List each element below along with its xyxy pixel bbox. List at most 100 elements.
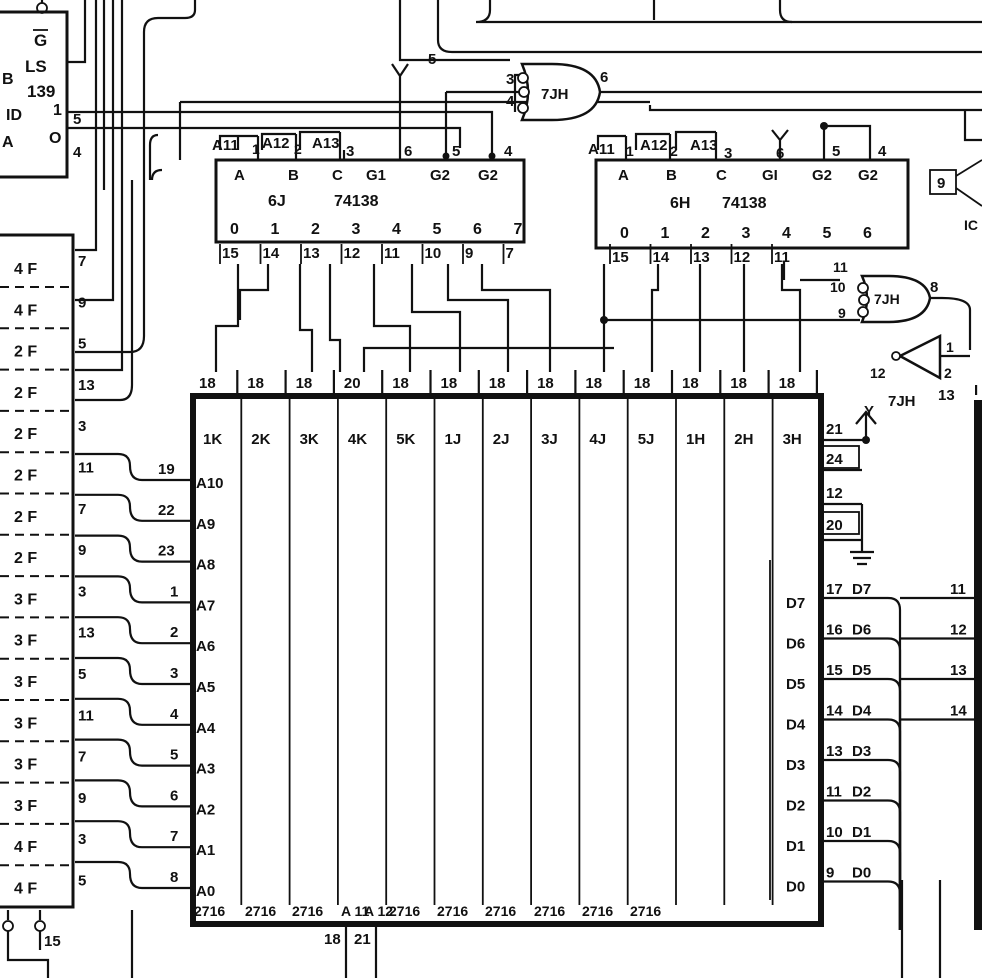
gate-top-in1: 3 [506, 71, 514, 88]
address-pin: 6 [170, 787, 178, 804]
data-name: D7 [852, 581, 871, 598]
nand-gate-top: 3 4 7JH 6 5 [428, 51, 608, 122]
decoder-output-pin: 7 [506, 245, 514, 262]
chip-bottom-label: 2716 [194, 903, 225, 919]
address-name: A3 [196, 761, 215, 778]
chip-bottom-label: 2716 [534, 903, 565, 919]
data-pin: 16 [826, 622, 843, 639]
chip-top-pin: 20 [344, 375, 361, 392]
far-right-buffer: 9 IC [929, 159, 982, 233]
data-wire [821, 596, 902, 930]
chip-bottom-label: 2716 [292, 903, 323, 919]
chip-bottom-label: 2716 [437, 903, 468, 919]
dec6j-top-7: 5 [452, 143, 460, 160]
far-right-pin9: 9 [937, 175, 945, 192]
data-name: D0 [852, 865, 871, 882]
decoder-6h: A11 1 A12 2 A13 3 6 5 4 A B C GI G2 G2 6… [588, 129, 910, 266]
rom-bottom-pin-1: 21 [354, 931, 371, 948]
left-ref-chip: 3 F [14, 757, 37, 774]
dec6h-part: 74138 [722, 195, 767, 212]
dec6h-top-1: 1 [626, 143, 634, 159]
chip-bottom-label: 2716 [389, 903, 420, 919]
dec6j-top-1: 1 [252, 141, 260, 157]
left-ref-chip: 4 F [14, 839, 37, 856]
ls139-out1: 1 [53, 102, 62, 119]
left-ref-pin: 5 [78, 666, 86, 683]
data-inner-label: D3 [786, 757, 805, 774]
left-ref-pin: 9 [78, 294, 86, 311]
gate-mid-in2: 10 [830, 279, 846, 295]
decoder-output-pin: 12 [734, 249, 751, 266]
decoder-output: 2 [311, 221, 320, 238]
gate-mid-name: 7JH [874, 291, 900, 307]
ls139-ls: LS [25, 57, 47, 76]
decoder-output: 4 [392, 221, 401, 238]
decoder-output-pin: 15 [612, 249, 629, 266]
address-wire [75, 534, 193, 563]
data-pin: 15 [826, 662, 843, 679]
data-far-pin: 13 [950, 662, 967, 679]
gate-top-out: 6 [600, 69, 608, 86]
decoder-output: 6 [863, 225, 872, 242]
decoder-output-pin: 14 [263, 245, 280, 262]
decoder-output: 4 [782, 225, 791, 242]
dec6h-top-2: A12 [640, 137, 668, 154]
dec6j-in-2: C [332, 167, 343, 184]
address-name: A0 [196, 883, 215, 900]
junction-dot [600, 316, 608, 324]
dec6h-in-1: B [666, 167, 677, 184]
chip-label: 2H [734, 431, 753, 448]
dec6j-top-5: 3 [346, 143, 354, 160]
left-ref-chip: 3 F [14, 798, 37, 815]
data-wire [821, 799, 902, 930]
decoder-to-rom-wiring [214, 264, 860, 372]
left-ref-pin: 11 [78, 460, 94, 477]
dec6h-top-0: A11 [588, 141, 615, 158]
ls139-decoder: G LS 139 B ID A 1 O 5 4 [0, 0, 82, 179]
address-name: A8 [196, 557, 215, 574]
ls139-a: A [2, 134, 14, 151]
right-edge-pin: I [974, 382, 978, 399]
decoder-6j: A11 1 A12 2 A13 3 6 5 4 A B C G1 G2 G2 6… [212, 130, 526, 264]
chip-label: 3H [783, 431, 802, 448]
decoder-output: 3 [742, 225, 751, 242]
rom-y-label: Y [864, 403, 874, 420]
right-top-pins: Y 21 24 12 20 [821, 403, 877, 566]
decoder-output: 1 [271, 221, 280, 238]
left-ref-pin: 7 [78, 749, 86, 766]
gate-top-in2: 4 [506, 93, 515, 110]
left-ref-chip: 2 F [14, 385, 37, 402]
dec6h-in-0: A [618, 167, 629, 184]
dec6j-in-1: B [288, 167, 299, 184]
data-pin: 10 [826, 824, 843, 841]
left-ref-chip: 2 F [14, 509, 37, 526]
dec6j-top-0: A11 [212, 137, 239, 154]
chip-bottom-label: 2716 [245, 903, 276, 919]
left-ref-pin: 9 [78, 790, 86, 807]
ls139-id: ID [6, 107, 22, 124]
gate-mid-in3: 9 [838, 305, 846, 321]
left-ref-pin: 5 [78, 336, 86, 353]
nand-gate-mid: 11 10 9 7JH 8 [782, 259, 972, 350]
dec6j-in-3: G1 [366, 167, 386, 184]
decoder-output: 0 [230, 221, 239, 238]
address-name: A9 [196, 516, 215, 533]
left-ref-pin: 3 [78, 583, 86, 600]
decoder-output-pin: 13 [693, 249, 710, 266]
left-ref-pin: 3 [78, 418, 86, 435]
dec6j-in-5: G2 [478, 167, 498, 184]
address-wire [75, 493, 193, 522]
decoder-wire [214, 264, 240, 372]
data-name: D5 [852, 662, 871, 679]
dec6j-top-2: A12 [262, 135, 290, 152]
data-name: D2 [852, 784, 871, 801]
address-name: A4 [196, 720, 216, 737]
decoder-output-pin: 9 [465, 245, 473, 262]
data-name: D1 [852, 824, 871, 841]
data-wire [821, 718, 902, 930]
chip-label: 1H [686, 431, 705, 448]
rom-bottom-pin-0: 18 [324, 931, 341, 948]
